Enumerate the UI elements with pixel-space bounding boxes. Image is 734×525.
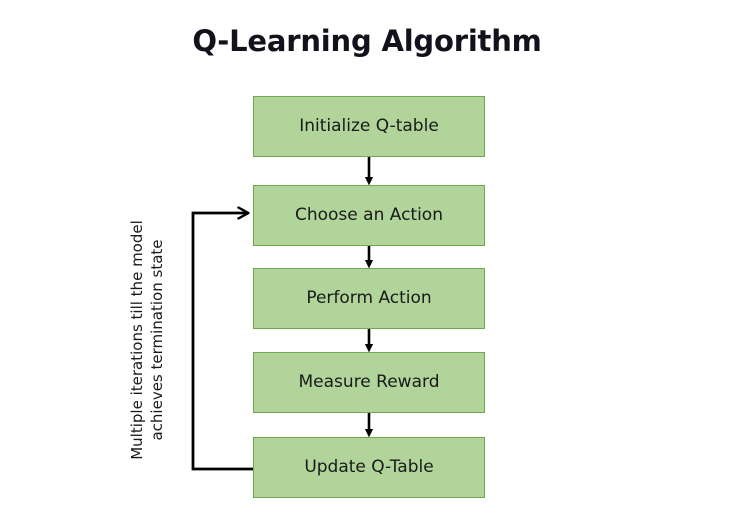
flow-node-label: Initialize Q-table: [299, 116, 439, 136]
feedback-loop-label: Multiple iterations till the model achie…: [125, 195, 169, 485]
flow-node-choose-an-action[interactable]: Choose an Action: [253, 185, 485, 246]
flow-node-perform-action[interactable]: Perform Action: [253, 268, 485, 329]
feedback-loop-label-line-1: Multiple iterations till the model: [127, 220, 146, 460]
feedback-loop-label-text: Multiple iterations till the model achie…: [127, 220, 168, 460]
flow-node-measure-reward[interactable]: Measure Reward: [253, 352, 485, 413]
flow-node-label: Perform Action: [306, 288, 432, 308]
page-title: Q-Learning Algorithm: [192, 24, 542, 58]
flow-node-label: Measure Reward: [298, 372, 440, 392]
flow-node-update-q-table[interactable]: Update Q-Table: [253, 437, 485, 498]
arrow-feedback-loop: [191, 213, 253, 471]
flow-node-initialize-q-table[interactable]: Initialize Q-table: [253, 96, 485, 157]
flow-node-label: Update Q-Table: [304, 457, 434, 477]
flow-node-label: Choose an Action: [294, 205, 443, 225]
feedback-loop-label-line-2: achieves termination state: [148, 239, 166, 441]
